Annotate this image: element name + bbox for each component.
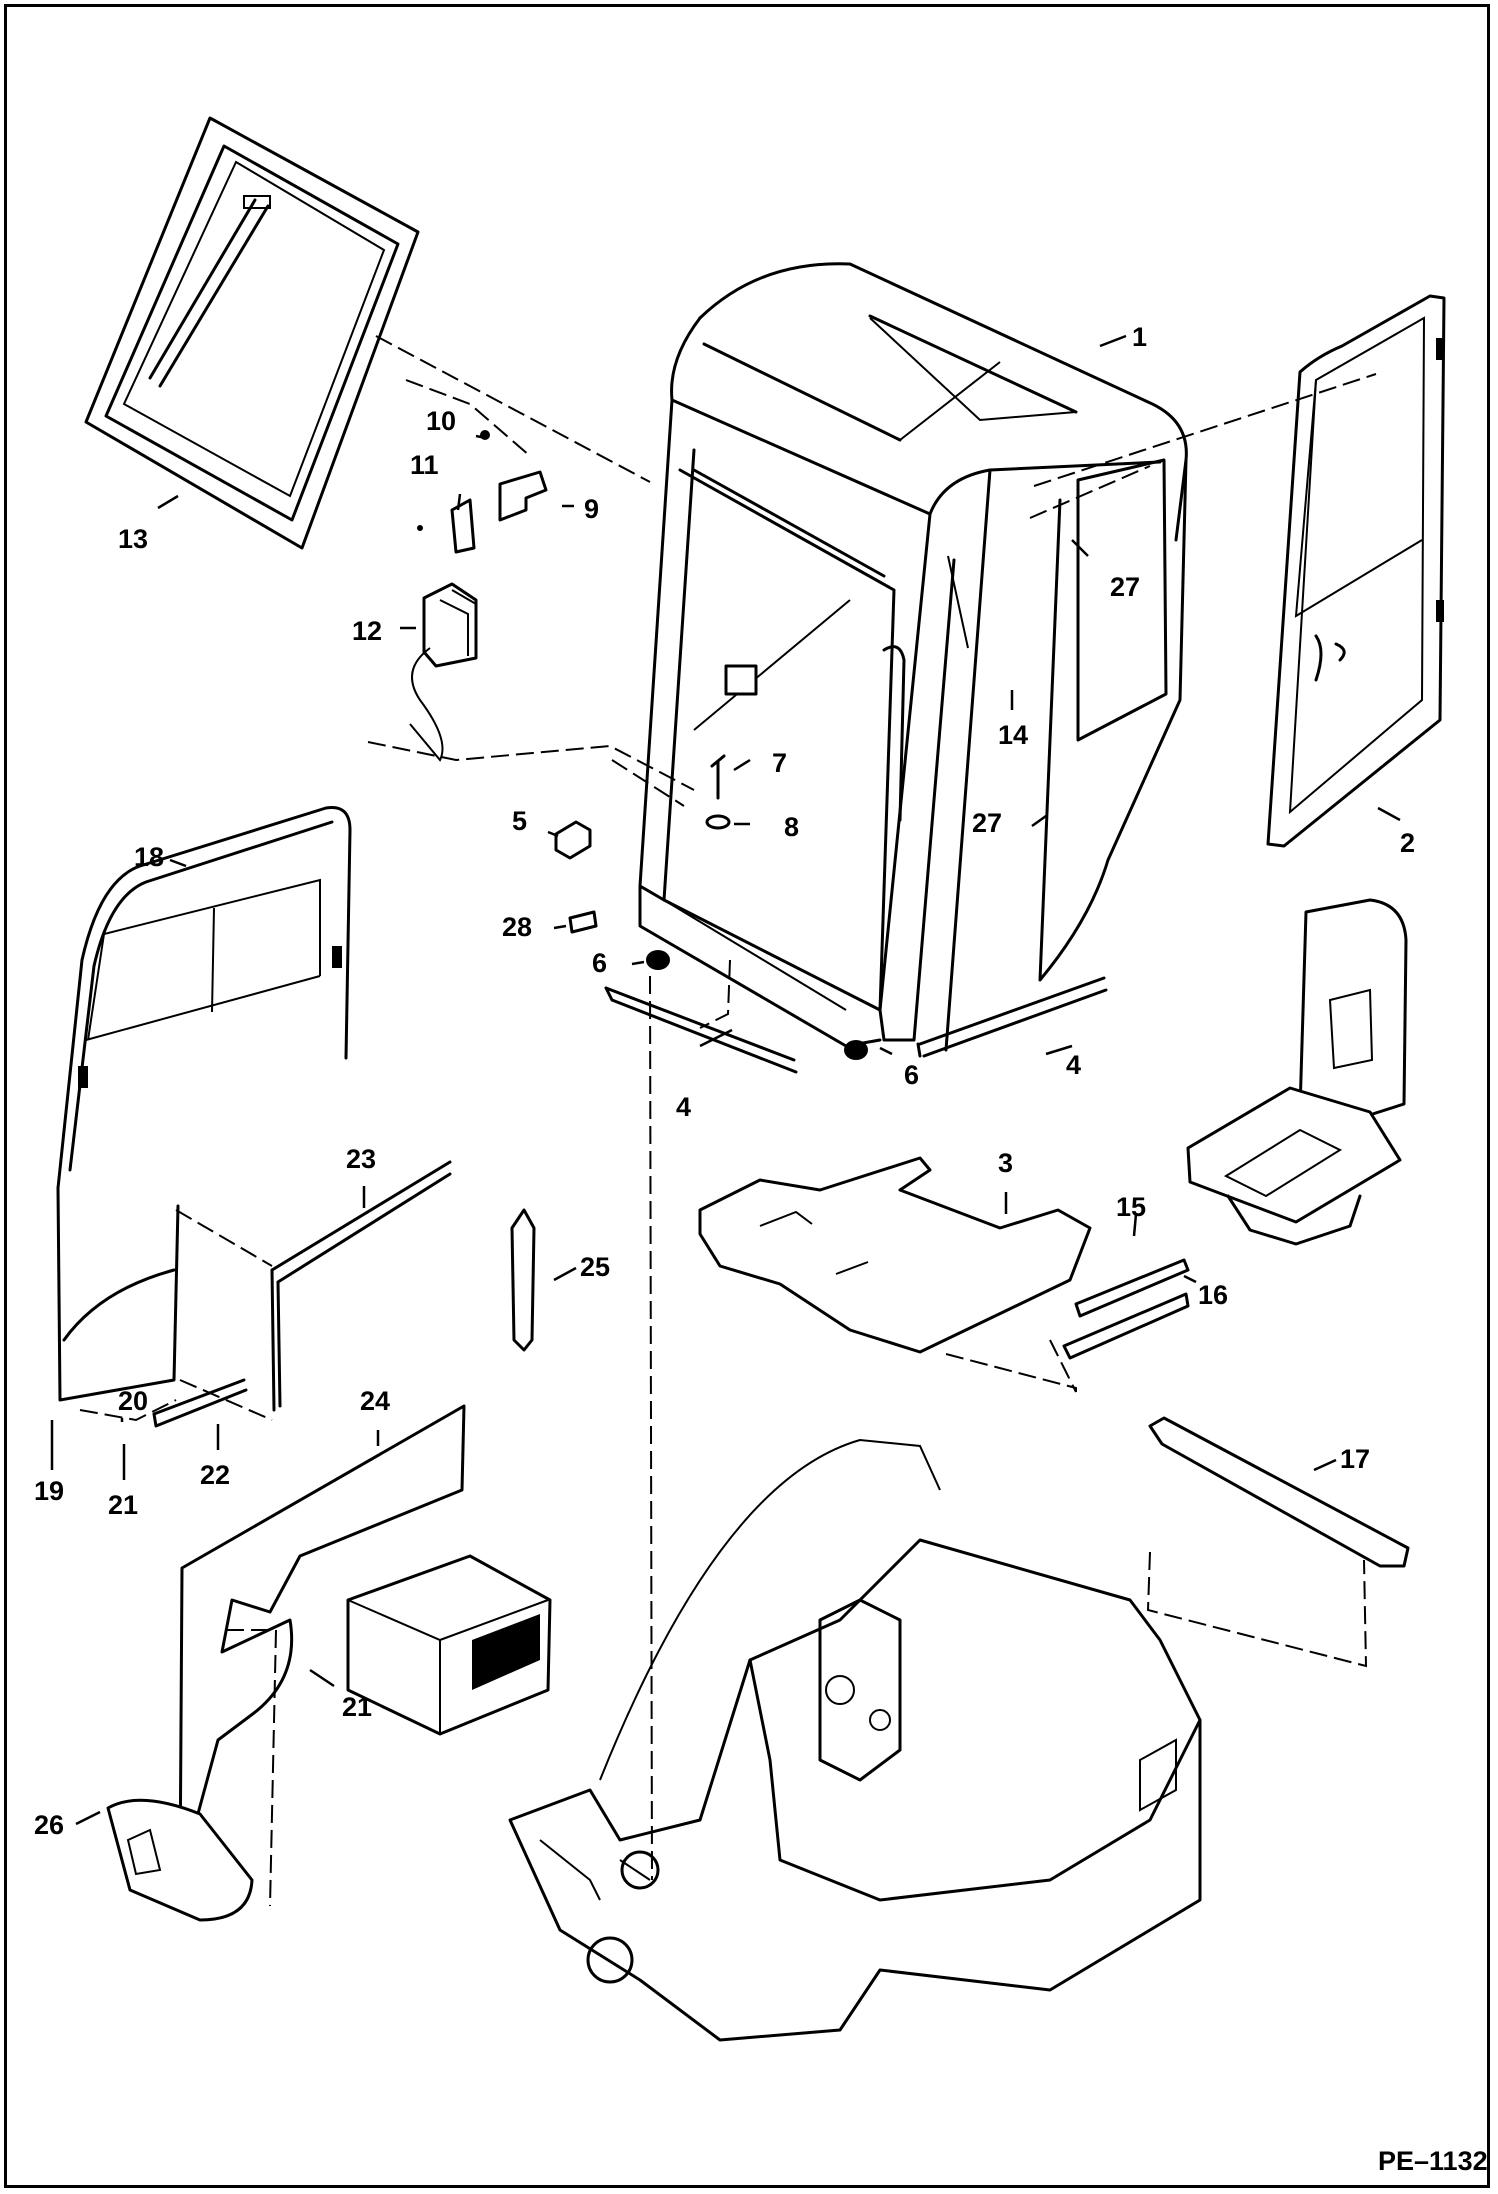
hardware-parts-9-10-11 (417, 430, 548, 554)
callout-23: 23 (346, 1144, 376, 1174)
callout-5: 5 (512, 806, 527, 836)
callout-16: 16 (1198, 1280, 1228, 1310)
callout-10: 10 (426, 406, 456, 436)
diagram-frame (4, 4, 1490, 2188)
callout-27-upper: 27 (1110, 572, 1140, 602)
callout-4-right: 4 (1066, 1050, 1081, 1080)
callout-6-upper: 6 (592, 948, 607, 978)
callout-3: 3 (998, 1148, 1013, 1178)
module-part-12 (409, 582, 478, 762)
figure-code: PE–1132 (1378, 2146, 1488, 2176)
callout-11: 11 (410, 450, 439, 480)
callout-24: 24 (360, 1386, 390, 1416)
callout-13: 13 (118, 524, 148, 554)
callout-18: 18 (134, 842, 164, 872)
callout-22: 22 (200, 1460, 230, 1490)
floor-mat-part-3 (698, 1156, 1092, 1354)
callout-25: 25 (580, 1252, 610, 1282)
callout-2: 2 (1400, 828, 1415, 858)
callout-6-lower: 6 (904, 1060, 919, 1090)
callout-17: 17 (1340, 1444, 1370, 1474)
callout-7: 7 (772, 748, 787, 778)
callout-28: 28 (502, 912, 532, 942)
heater-box (346, 1554, 552, 1736)
callout-21-left: 21 (108, 1490, 138, 1520)
door-part-2 (1266, 294, 1446, 848)
callout-19: 19 (34, 1476, 64, 1506)
callout-1: 1 (1132, 322, 1147, 352)
callout-labels: 1 2 3 4 4 5 6 6 7 8 9 10 11 12 13 14 15 … (34, 322, 1415, 1840)
callout-9: 9 (584, 494, 599, 524)
callout-12: 12 (352, 616, 382, 646)
callout-20: 20 (118, 1386, 148, 1416)
assembly-dashed-lines (79, 335, 1377, 1907)
front-window-part-13 (84, 116, 420, 550)
callout-8: 8 (784, 812, 799, 842)
callout-leaders (50, 334, 1401, 1826)
side-window-part-18 (56, 805, 352, 1402)
callout-21-center: 21 (342, 1692, 372, 1722)
base-frame (508, 1438, 1202, 2042)
rails-parts-15-16-17 (1062, 1258, 1410, 1568)
panel-part-24 (106, 1404, 466, 1922)
callout-14: 14 (998, 720, 1028, 750)
operator-seat (1186, 898, 1408, 1246)
cab-part-1 (638, 262, 1188, 1052)
callout-4-left: 4 (676, 1092, 691, 1122)
seal-part-4 (604, 976, 1108, 1074)
small-parts-5-6-7-8-28 (554, 754, 868, 1060)
callout-26: 26 (34, 1810, 64, 1840)
callout-15: 15 (1116, 1192, 1146, 1222)
callout-27-lower: 27 (972, 808, 1002, 838)
trim-parts-22-23-25 (152, 1160, 536, 1428)
